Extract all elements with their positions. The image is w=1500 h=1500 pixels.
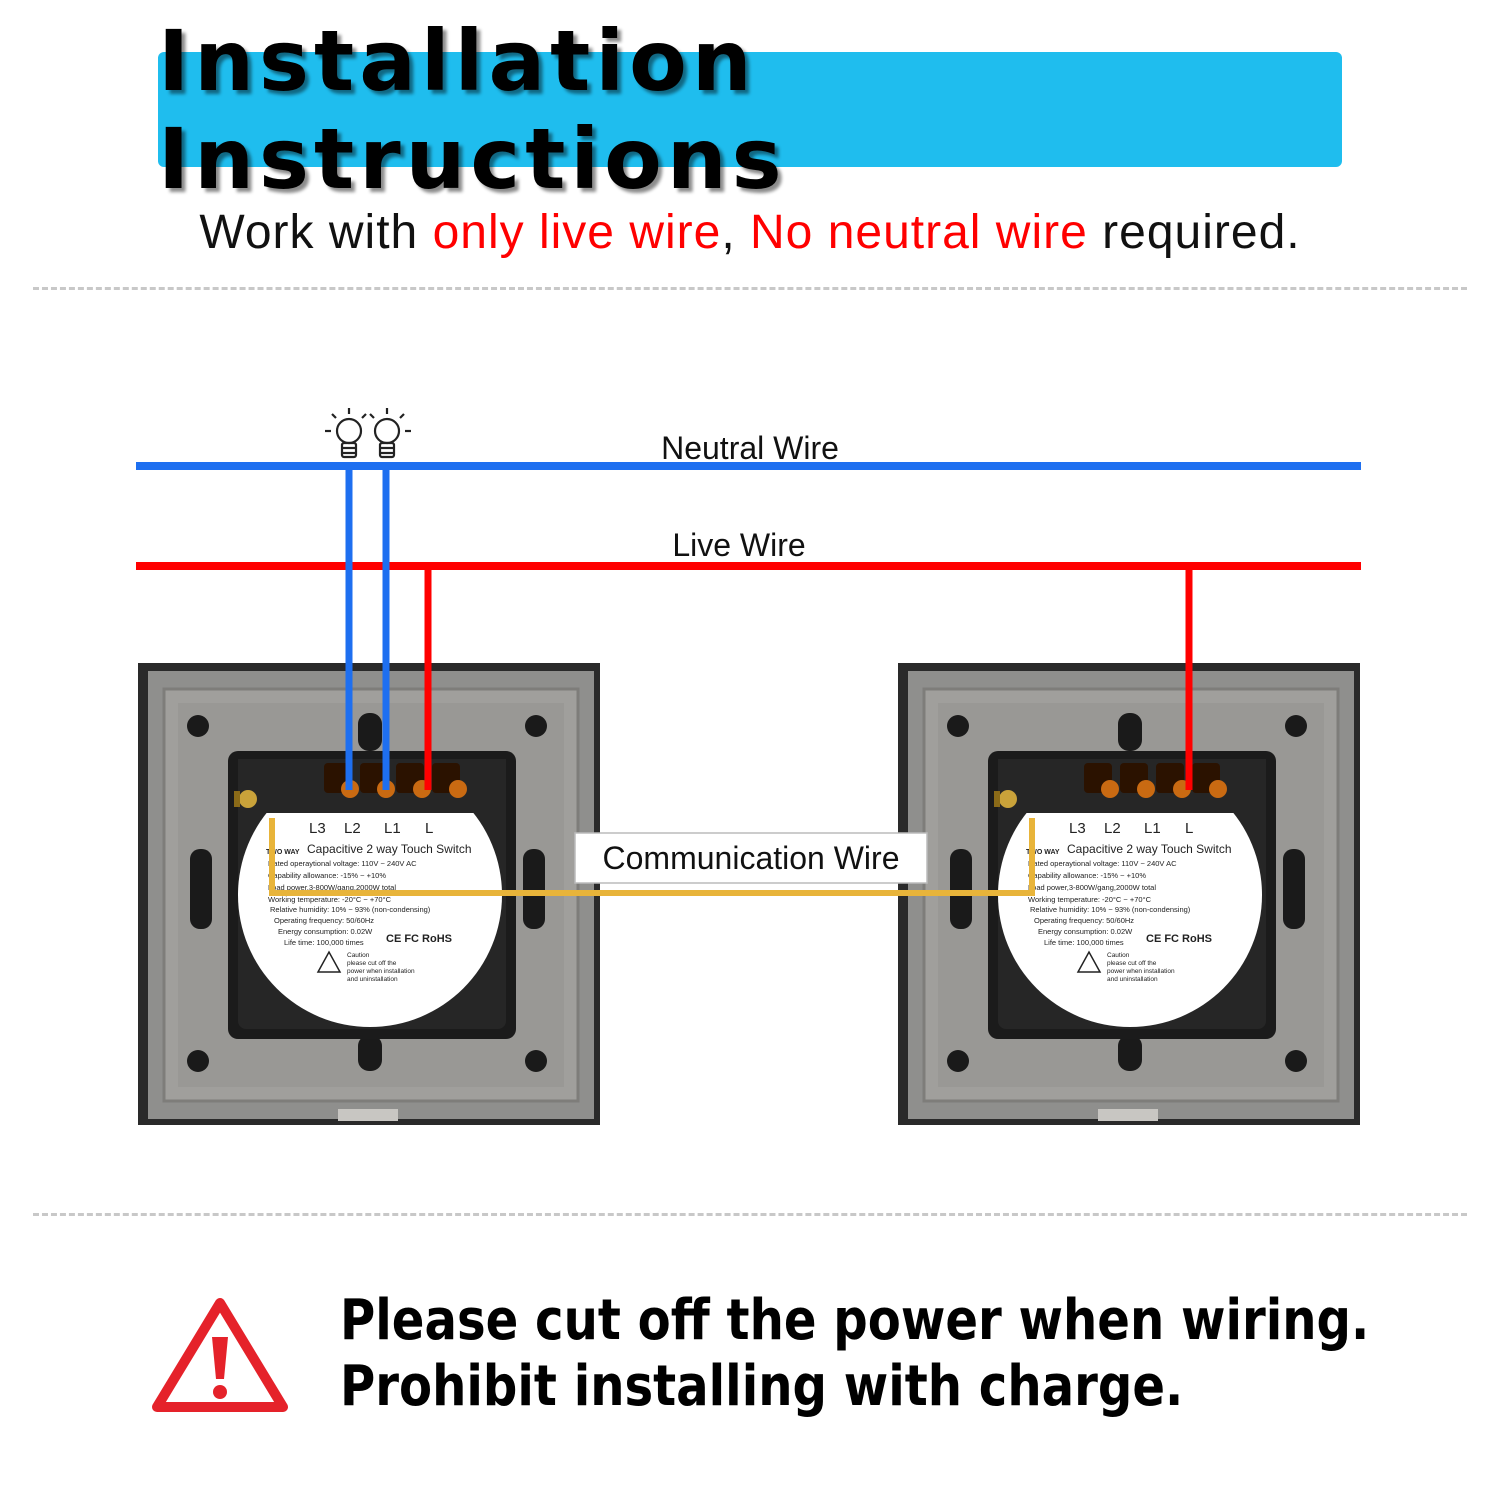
warning-line-2: Prohibit installing with charge. — [340, 1354, 1184, 1419]
subtitle-highlight-neutral: No neutral wire — [750, 206, 1088, 259]
subtitle-separator: , — [721, 206, 750, 259]
warning-icon — [152, 1298, 288, 1412]
right-caution-2: power when installation — [1107, 968, 1175, 975]
right-certs: CE FC RoHS — [1146, 933, 1212, 945]
left-spec-2: Load power,3-800W/gang,2000W total — [268, 883, 396, 892]
subtitle-part1: Work with — [199, 206, 433, 259]
right-spec-4: Relative humidity: 10% ~ 93% (non-conden… — [1030, 905, 1191, 914]
left-caution-1: please cut off the — [347, 960, 397, 967]
right-spec-6: Energy consumption: 0.02W — [1038, 927, 1133, 936]
right-spec-0: Rated operaytional voltage: 110V ~ 240V … — [1028, 859, 1177, 868]
subtitle-highlight-live: only live wire — [432, 206, 722, 259]
left-spec-6: Energy consumption: 0.02W — [278, 927, 373, 936]
right-spec-5: Operating frequency: 50/60Hz — [1034, 916, 1134, 925]
left-caution-3: and uninstallation — [347, 976, 398, 983]
left-terminal-l: L — [425, 820, 433, 837]
left-spec-7: Life time: 100,000 times — [284, 938, 364, 947]
right-switch-label: L3 L2 L1 L TWO WAY Capacitive 2 way Touc… — [1026, 820, 1232, 983]
subtitle-part2: required. — [1087, 206, 1301, 259]
right-terminal-l: L — [1185, 820, 1193, 837]
left-caution-icon — [316, 950, 342, 973]
right-spec-7: Life time: 100,000 times — [1044, 938, 1124, 947]
neutral-wire-label: Neutral Wire — [661, 430, 839, 466]
left-switch-label: L3 L2 L1 L TWO WAY Capacitive 2 way Touc… — [266, 820, 472, 983]
bulb-icon — [369, 408, 411, 459]
top-divider — [33, 287, 1467, 290]
left-certs: CE FC RoHS — [386, 933, 452, 945]
right-product-name: Capacitive 2 way Touch Switch — [1067, 842, 1232, 856]
left-spec-1: Capability allowance: -15% ~ +10% — [268, 871, 386, 880]
title-banner: Installation Instructions — [158, 12, 1342, 208]
live-wire-label: Live Wire — [672, 527, 805, 563]
bulb-icon — [325, 408, 367, 459]
left-product-name: Capacitive 2 way Touch Switch — [307, 842, 472, 856]
bottom-divider — [33, 1213, 1467, 1216]
right-spec-1: Capability allowance: -15% ~ +10% — [1028, 871, 1146, 880]
subtitle: Work with only live wire, No neutral wir… — [0, 205, 1500, 260]
communication-wire — [269, 818, 1035, 896]
left-terminal-l3: L3 — [309, 820, 326, 837]
left-spec-4: Relative humidity: 10% ~ 93% (non-conden… — [270, 905, 431, 914]
left-spec-0: Rated operaytional voltage: 110V ~ 240V … — [268, 859, 417, 868]
right-spec-2: Load power,3-800W/gang,2000W total — [1028, 883, 1156, 892]
left-caution-0: Caution — [347, 952, 370, 959]
warning-line-1: Please cut off the power when wiring. — [340, 1288, 1370, 1353]
left-terminal-l1: L1 — [384, 820, 401, 837]
right-caution-1: please cut off the — [1107, 960, 1157, 967]
right-terminal-l1: L1 — [1144, 820, 1161, 837]
right-caution-icon — [1076, 950, 1102, 973]
right-terminal-l3: L3 — [1069, 820, 1086, 837]
left-badge: TWO WAY — [266, 849, 300, 856]
right-caution-0: Caution — [1107, 952, 1130, 959]
communication-wire-label: Communication Wire — [603, 840, 900, 876]
page-title: Installation Instructions — [158, 11, 787, 208]
right-spec-3: Working temperature: -20°C ~ +70°C — [1028, 895, 1152, 904]
right-terminal-l2: L2 — [1104, 820, 1121, 837]
left-caution-2: power when installation — [347, 968, 415, 975]
warning-text: Please cut off the power when wiring. Pr… — [340, 1288, 1500, 1420]
right-caution-3: and uninstallation — [1107, 976, 1158, 983]
right-badge: TWO WAY — [1026, 849, 1060, 856]
communication-label-box — [574, 832, 928, 884]
left-spec-5: Operating frequency: 50/60Hz — [274, 916, 374, 925]
left-spec-3: Working temperature: -20°C ~ +70°C — [268, 895, 392, 904]
left-terminal-l2: L2 — [344, 820, 361, 837]
